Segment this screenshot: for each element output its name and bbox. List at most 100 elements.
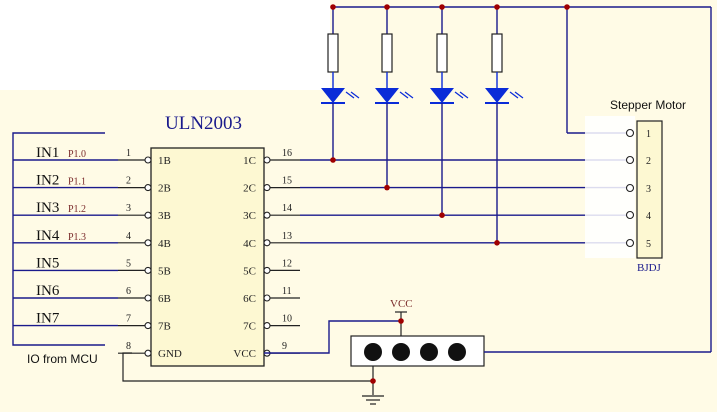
chip-left-pin-dot xyxy=(144,184,152,192)
chip-left-pin-dot xyxy=(144,349,152,357)
chip-left-pin-dot xyxy=(144,156,152,164)
chip-left-pin-number: 6 xyxy=(126,286,131,297)
chip-left-pin-label: GND xyxy=(158,348,182,360)
led-icon xyxy=(321,88,345,103)
header-pin xyxy=(448,343,466,361)
resistor xyxy=(436,33,448,73)
input-port-label: P1.3 xyxy=(68,232,86,243)
header-pin xyxy=(392,343,410,361)
motor-pin-number: 1 xyxy=(646,129,651,140)
input-label: IN3 xyxy=(36,200,59,216)
uln2003-chip xyxy=(150,147,265,367)
led-icon xyxy=(485,88,509,103)
led-group xyxy=(321,4,570,243)
chip-left-pin-label: 1B xyxy=(158,155,171,167)
motor-pin-dot xyxy=(625,210,635,220)
chip-left-pin-label: 7B xyxy=(158,321,171,333)
chip-right-pin-dot xyxy=(263,211,271,219)
chip-right-pin-number: 14 xyxy=(282,203,292,214)
input-label: IN2 xyxy=(36,173,59,189)
stepper-motor-title: Stepper Motor xyxy=(610,98,686,112)
chip-right-pin-number: 9 xyxy=(282,341,287,352)
background-top-left xyxy=(0,0,330,90)
chip-right-pin-number: 15 xyxy=(282,176,292,187)
vcc-wire xyxy=(264,320,401,354)
input-label: IN4 xyxy=(36,228,60,244)
input-port-label: P1.2 xyxy=(68,204,86,215)
chip-right-pin-number: 13 xyxy=(282,231,292,242)
chip-left-pin-dot xyxy=(144,211,152,219)
chip-left-pin-number: 3 xyxy=(126,203,131,214)
rail-junction xyxy=(330,4,336,10)
chip-right-pin-label: 5C xyxy=(243,265,256,277)
chip-right-pin-number: 16 xyxy=(282,148,292,159)
chip-left-pin-number: 5 xyxy=(126,258,131,269)
chip-left-pin-label: 5B xyxy=(158,265,171,277)
chip-title: ULN2003 xyxy=(165,113,242,134)
gnd-wire xyxy=(122,352,374,395)
chip-right-pin-label: VCC xyxy=(233,348,256,360)
header-pin xyxy=(420,343,438,361)
chip-right-pin-dot xyxy=(263,294,271,302)
input-port-label: P1.0 xyxy=(68,149,86,160)
chip-right-pin-dot xyxy=(263,266,271,274)
input-label: IN6 xyxy=(36,283,60,299)
chip-right-pin-number: 10 xyxy=(282,314,292,325)
chip-right-pin-dot xyxy=(263,239,271,247)
motor-pin-dot xyxy=(625,128,635,138)
chip-left-pin-dot xyxy=(144,239,152,247)
led-light-arrows xyxy=(509,91,524,99)
chip-left-pin-label: 6B xyxy=(158,293,171,305)
motor-pin-number: 4 xyxy=(646,211,651,222)
gnd-junction xyxy=(370,378,376,384)
output-junction xyxy=(384,184,390,191)
chip-right-pin-label: 7C xyxy=(243,321,256,333)
chip-left-pin-number: 7 xyxy=(126,314,131,325)
chip-pins: 11B22B33B44B55B66B77B8GND161C152C143C134… xyxy=(118,148,300,360)
led-light-arrows xyxy=(345,91,360,99)
led-icon xyxy=(375,88,399,103)
chip-right-pin-number: 11 xyxy=(282,286,292,297)
chip-left-pin-dot xyxy=(144,322,152,330)
chip-left-pin-label: 4B xyxy=(158,238,171,250)
chip-right-pin-dot xyxy=(263,156,271,164)
input-label: IN7 xyxy=(36,311,60,327)
chip-right-pin-label: 2C xyxy=(243,183,256,195)
output-group xyxy=(300,157,627,246)
motor-ref-label: BJDJ xyxy=(637,262,662,274)
chip-left-pin-dot xyxy=(144,266,152,274)
led-icon xyxy=(430,88,454,103)
output-junction xyxy=(439,212,445,218)
motor-pin-number: 3 xyxy=(646,184,651,195)
power-header-pins xyxy=(364,343,466,361)
motor-pin-dot xyxy=(625,183,635,193)
vcc-label: VCC xyxy=(390,298,413,310)
chip-left-pin-label: 2B xyxy=(158,183,171,195)
chip-left-pin-number: 1 xyxy=(126,148,131,159)
chip-left-pin-dot xyxy=(144,294,152,302)
led-light-arrows xyxy=(399,91,414,99)
mcu-io-frame xyxy=(12,132,105,346)
input-label: IN5 xyxy=(36,255,59,271)
chip-left-pin-number: 8 xyxy=(126,341,131,352)
rail-junction xyxy=(564,4,570,10)
io-from-mcu-label: IO from MCU xyxy=(27,352,98,366)
resistor xyxy=(327,33,339,73)
motor-pin-dot xyxy=(625,155,635,165)
input-label: IN1 xyxy=(36,145,59,161)
chip-right-pin-dot xyxy=(263,322,271,330)
chip-right-pin-number: 12 xyxy=(282,258,292,269)
header-pin xyxy=(364,343,382,361)
chip-right-pin-label: 4C xyxy=(243,238,256,250)
ground-symbol xyxy=(362,395,384,405)
chip-right-pin-dot xyxy=(263,184,271,192)
output-junction xyxy=(494,240,500,246)
output-junction xyxy=(330,157,336,163)
chip-left-pin-number: 4 xyxy=(126,231,131,242)
chip-left-pin-label: 3B xyxy=(158,210,171,222)
chip-right-pin-label: 6C xyxy=(243,293,256,305)
